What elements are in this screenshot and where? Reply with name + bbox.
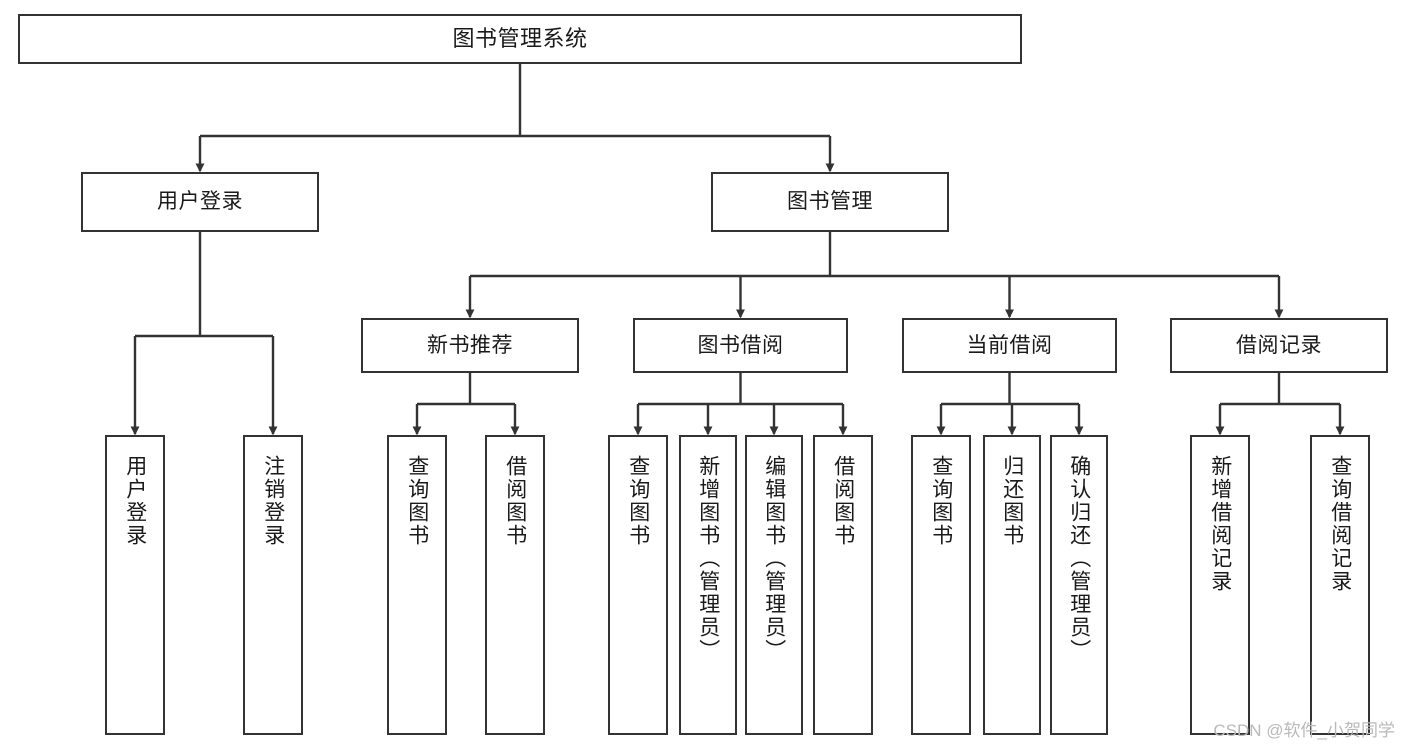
node-bookmgmt[interactable]: 图书管理 [711,172,949,232]
node-l-logout[interactable]: 注销登录 [243,435,303,735]
node-current[interactable]: 当前借阅 [902,318,1117,373]
watermark-text: CSDN @软件_小贺同学 [1213,721,1395,740]
node-label-b-query: 查询图书 [626,455,650,547]
node-label-root: 图书管理系统 [452,25,588,51]
node-root[interactable]: 图书管理系统 [18,14,1022,64]
node-b-query[interactable]: 查询图书 [608,435,668,735]
node-r-query[interactable]: 查询借阅记录 [1310,435,1370,735]
node-label-bookmgmt: 图书管理 [787,190,873,214]
node-label-l-logout: 注销登录 [261,455,285,547]
node-label-c-query: 查询图书 [929,455,953,547]
node-login[interactable]: 用户登录 [81,172,319,232]
node-newbook[interactable]: 新书推荐 [361,318,579,373]
node-label-n-borrow: 借阅图书 [503,455,527,547]
node-label-c-confirm: 确认归还（管理员） [1067,455,1091,662]
node-label-c-return: 归还图书 [1000,455,1024,547]
node-label-n-query: 查询图书 [405,455,429,547]
node-c-return[interactable]: 归还图书 [983,435,1041,735]
node-l-login[interactable]: 用户登录 [105,435,165,735]
node-b-lend[interactable]: 借阅图书 [813,435,873,735]
node-records[interactable]: 借阅记录 [1170,318,1388,373]
node-c-query[interactable]: 查询图书 [911,435,971,735]
node-label-r-query: 查询借阅记录 [1328,455,1352,593]
node-label-newbook: 新书推荐 [427,333,513,357]
node-label-b-lend: 借阅图书 [831,455,855,547]
node-label-r-add: 新增借阅记录 [1208,455,1232,593]
node-n-query[interactable]: 查询图书 [387,435,447,735]
node-label-borrow: 图书借阅 [697,333,784,357]
node-r-add[interactable]: 新增借阅记录 [1190,435,1250,735]
connector-lines [130,64,1345,436]
node-label-current: 当前借阅 [966,333,1053,357]
node-b-edit[interactable]: 编辑图书（管理员） [745,435,803,735]
node-label-b-add: 新增图书（管理员） [696,455,720,662]
node-borrow[interactable]: 图书借阅 [633,318,848,373]
node-b-add[interactable]: 新增图书（管理员） [679,435,737,735]
node-label-l-login: 用户登录 [123,455,147,547]
node-label-login: 用户登录 [157,190,243,214]
node-label-records: 借阅记录 [1236,333,1322,357]
node-c-confirm[interactable]: 确认归还（管理员） [1050,435,1108,735]
node-label-b-edit: 编辑图书（管理员） [762,455,786,662]
node-n-borrow[interactable]: 借阅图书 [485,435,545,735]
